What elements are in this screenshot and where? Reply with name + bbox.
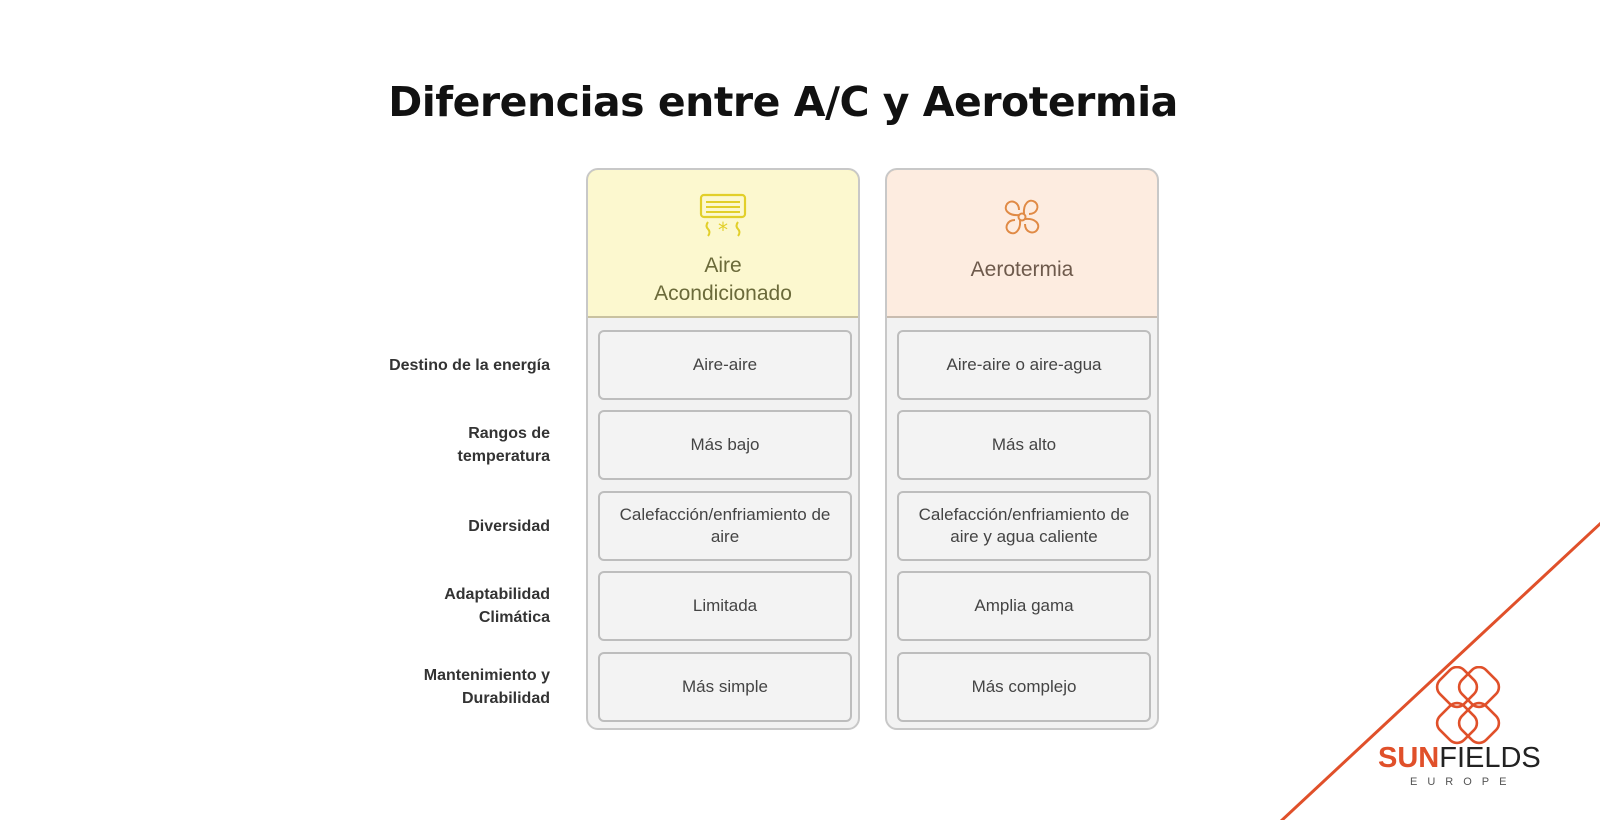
page-title: Diferencias entre A/C y Aerotermia — [388, 78, 1178, 126]
brand-fields: FIELDS — [1439, 742, 1541, 774]
cell: Aire-aire o aire-agua — [897, 330, 1151, 400]
column-title-line2: Acondicionado — [654, 282, 792, 305]
air-conditioner-icon: * — [699, 193, 747, 238]
svg-text:*: * — [718, 218, 728, 238]
row-label: Destino de la energía — [389, 356, 550, 374]
brand-subtitle: EUROPE — [1410, 776, 1517, 788]
row-label: Diversidad — [468, 517, 550, 535]
brand-sun: SUN — [1378, 742, 1440, 774]
column-header: * Aire Acondicionado — [588, 170, 858, 318]
row-label: Adaptabilidad Climática — [444, 586, 550, 626]
cell: Más bajo — [598, 410, 852, 480]
cell: Aire-aire — [598, 330, 852, 400]
cell: Más simple — [598, 652, 852, 722]
cell: Más complejo — [897, 652, 1151, 722]
column-aire-acondicionado: * Aire Acondicionado Aire-aire Más bajo … — [586, 168, 860, 730]
fan-icon — [1004, 199, 1040, 235]
cell: Amplia gama — [897, 571, 1151, 641]
brand-logo: SUNFIELDS — [1378, 742, 1541, 775]
column-header: Aerotermia — [887, 170, 1157, 318]
row-label: Mantenimiento y Durabilidad — [423, 667, 550, 707]
cell: Más alto — [897, 410, 1151, 480]
sunfields-logo-icon — [1435, 666, 1501, 745]
column-title: Aerotermia — [970, 258, 1074, 281]
cell: Calefacción/enfriamiento de aire — [598, 491, 852, 561]
column-title-line1: Aire — [704, 254, 742, 277]
column-aerotermia: Aerotermia Aire-aire o aire-agua Más alt… — [885, 168, 1159, 730]
cell: Limitada — [598, 571, 852, 641]
cell: Calefacción/enfriamiento de aire y agua … — [897, 491, 1151, 561]
row-label: Rangos de temperatura — [457, 425, 550, 465]
